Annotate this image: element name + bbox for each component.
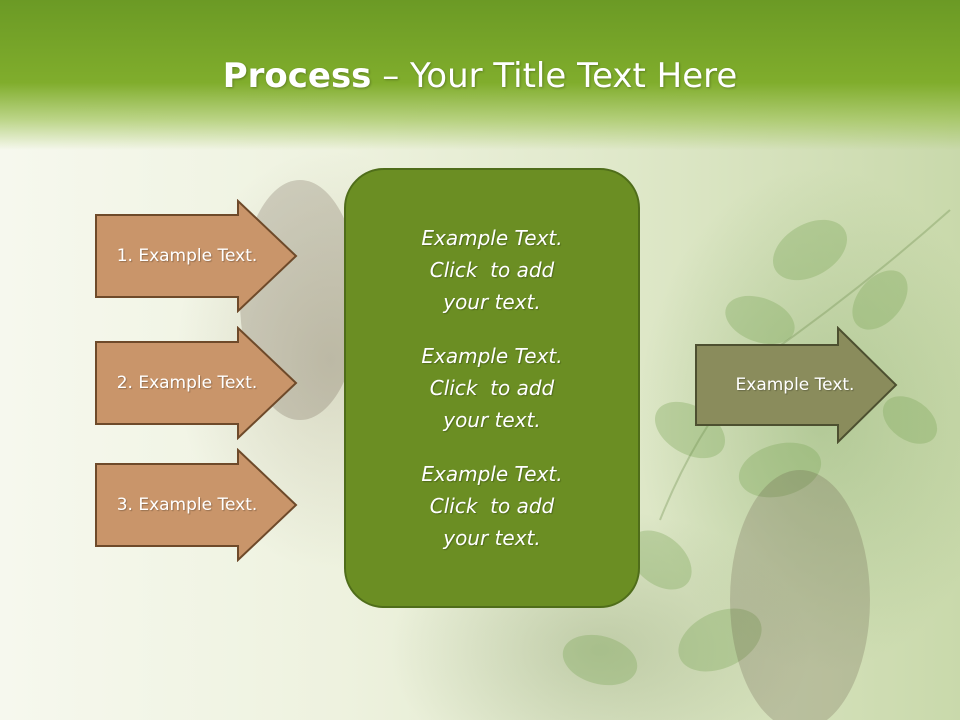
block-line: your text.	[443, 526, 541, 550]
block-line: Example Text.	[421, 226, 563, 250]
block-line: your text.	[443, 290, 541, 314]
arrow-right-shape	[95, 448, 298, 562]
slide-title[interactable]: Process – Your Title Text Here	[0, 52, 960, 100]
arrow-right-shape	[95, 326, 298, 440]
block-line: Click to add	[429, 258, 555, 282]
block-line: Example Text.	[421, 344, 563, 368]
title-rest-text: – Your Title Text Here	[371, 56, 738, 96]
block-line: Click to add	[429, 376, 555, 400]
arrow-right-shape	[695, 326, 898, 444]
center-text-block: Example Text. Click to add your text.	[421, 458, 562, 554]
block-line: Click to add	[429, 494, 555, 518]
arrow-right-shape	[95, 199, 298, 313]
center-text-box[interactable]: Example Text. Click to add your text. Ex…	[344, 168, 640, 608]
left-arrow-label: 3. Example Text.	[116, 495, 258, 515]
block-line: Example Text.	[421, 462, 563, 486]
center-text-block: Example Text. Click to add your text.	[421, 222, 562, 318]
left-arrow-3[interactable]: 3. Example Text.	[94, 448, 300, 562]
left-arrow-1[interactable]: 1. Example Text.	[94, 199, 300, 313]
left-arrow-2[interactable]: 2. Example Text.	[94, 326, 300, 440]
title-bold-text: Process	[222, 56, 372, 96]
left-arrow-label: 2. Example Text.	[116, 373, 258, 393]
block-line: your text.	[443, 408, 541, 432]
left-arrow-label: 1. Example Text.	[116, 246, 258, 266]
center-text-block: Example Text. Click to add your text.	[421, 340, 562, 436]
right-arrow[interactable]: Example Text.	[694, 326, 900, 444]
title-bar: Process – Your Title Text Here	[0, 0, 960, 150]
right-arrow-label: Example Text.	[735, 375, 855, 395]
